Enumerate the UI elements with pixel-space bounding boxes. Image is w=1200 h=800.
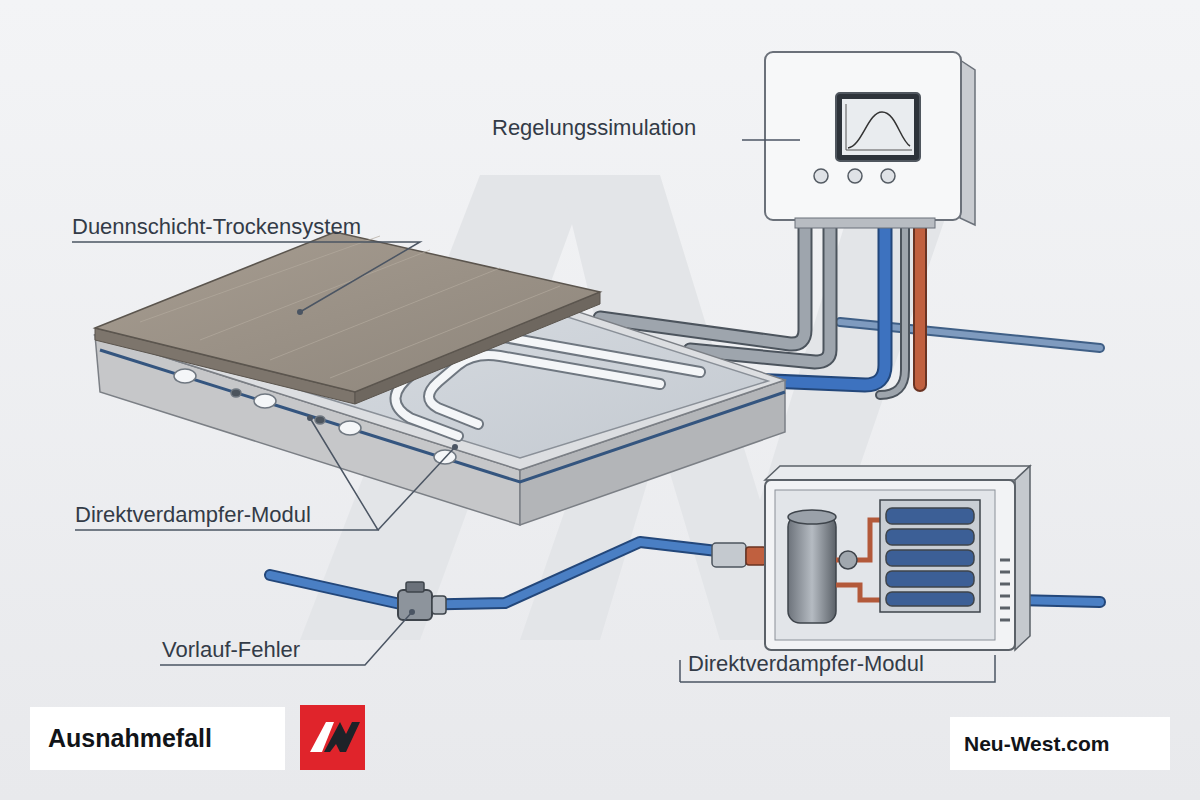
- pipe-fitting-part: [746, 547, 766, 565]
- floor-slab-part-part: [174, 369, 196, 383]
- outdoor-unit-part: [839, 551, 857, 569]
- pipe-fitting-part: [712, 543, 746, 567]
- fault-valve-part: [406, 582, 424, 592]
- outdoor-unit-part-part: [1000, 583, 1010, 586]
- callout-label: Direktverdampfer-Modul: [688, 651, 924, 677]
- outdoor-unit-part-part: [1000, 619, 1010, 622]
- badge-box: Ausnahmefall: [30, 707, 285, 770]
- outdoor-unit-part-part: [886, 508, 974, 524]
- controller-unit-part: [836, 93, 920, 161]
- outdoor-unit-part-part: [1000, 595, 1010, 598]
- outdoor-unit-part-part: [886, 529, 974, 545]
- leader-dots-part: [409, 609, 415, 615]
- outdoor-unit-part: [836, 520, 880, 600]
- leader-dots-part: [452, 444, 458, 450]
- outdoor-unit-part-part: [1000, 607, 1010, 610]
- outdoor-unit: [765, 466, 1030, 650]
- callout-label: Duennschicht-Trockensystem: [72, 214, 361, 240]
- callout-label: Regelungssimulation: [492, 115, 696, 141]
- controller-pipes-part: [600, 225, 805, 344]
- controller-unit-part: [960, 60, 975, 225]
- leader-lines-part: [160, 612, 412, 665]
- controller-unit-part: [814, 169, 828, 183]
- callout-label: Direktverdampfer-Modul: [75, 502, 311, 528]
- leader-lines-part: [75, 418, 378, 530]
- fault-valve-part: [398, 590, 432, 620]
- outdoor-unit-part-part: [880, 500, 980, 612]
- outdoor-unit-part: [775, 490, 995, 640]
- floor-slab-part-part: [254, 394, 276, 408]
- heating-tubes-part: [429, 355, 660, 424]
- outdoor-unit-part: [788, 515, 836, 623]
- outdoor-unit-part-part: [886, 571, 974, 587]
- floor-slab-part-part: [315, 416, 325, 424]
- controller-unit-part: [848, 169, 862, 183]
- badge-text: Neu-West.com: [964, 732, 1109, 756]
- wood-panel: [95, 232, 600, 404]
- controller-pipes-part: [880, 220, 905, 395]
- outdoor-unit-part: [765, 466, 1030, 480]
- leader-lines-part: [679, 660, 681, 682]
- controller-pipes-part: [690, 225, 830, 362]
- controller-pipes-part: [880, 220, 905, 395]
- supply-pipe-part: [270, 542, 760, 605]
- leader-dots: [297, 309, 458, 615]
- leader-lines: [72, 140, 995, 682]
- wood-panel-part: [95, 232, 600, 392]
- wood-panel-part-part: [330, 286, 560, 378]
- outdoor-unit-part: [788, 510, 836, 524]
- controller-unit-part: [848, 112, 910, 148]
- badge-box: Neu-West.com: [950, 717, 1170, 770]
- leader-dots-part: [297, 309, 303, 315]
- controller-unit-part: [842, 99, 914, 155]
- fault-valve-part: [432, 596, 446, 614]
- wood-panel-part-part: [140, 236, 380, 322]
- floor-slab-part-part: [231, 389, 241, 397]
- outdoor-unit-part: [765, 480, 1015, 650]
- controller-pipes-part: [690, 225, 830, 362]
- brand-logo-part: [324, 722, 360, 752]
- outdoor-unit-part-part: [886, 592, 974, 606]
- outdoor-unit-part-part: [886, 550, 974, 566]
- wood-panel-part-part: [200, 250, 430, 340]
- controller-unit-part: [795, 218, 935, 228]
- brand-logo: [300, 705, 365, 770]
- leader-lines-part: [742, 139, 800, 141]
- controller-pipes-part: [913, 225, 927, 385]
- outdoor-unit-part: [1000, 560, 1010, 620]
- badge-text: Ausnahmefall: [48, 724, 212, 753]
- wood-panel-part-part: [270, 268, 500, 360]
- controller-unit-part: [846, 104, 912, 150]
- leader-lines-part: [378, 447, 455, 530]
- outdoor-unit-part-part: [1000, 559, 1010, 562]
- leader-lines-part: [72, 242, 420, 312]
- outdoor-unit-part: [880, 500, 980, 612]
- controller-unit-part: [881, 169, 895, 183]
- callout-label: Vorlauf-Fehler: [162, 637, 300, 663]
- fault-valve: [398, 582, 446, 620]
- controller-pipes-part: [915, 225, 925, 385]
- outdoor-unit-part: [1015, 466, 1030, 650]
- leader-dots-part: [307, 415, 313, 421]
- pipe-fitting: [712, 543, 766, 567]
- supply-pipe-part: [270, 542, 760, 605]
- wood-panel-part: [140, 236, 560, 378]
- floor-slab-part-part: [339, 421, 361, 435]
- controller-pipes-part: [600, 225, 805, 344]
- heating-tubes-part: [429, 355, 660, 424]
- brand-logo-part: [300, 705, 365, 770]
- outdoor-unit-part-part: [1000, 571, 1010, 574]
- controller-unit-part: [765, 52, 961, 220]
